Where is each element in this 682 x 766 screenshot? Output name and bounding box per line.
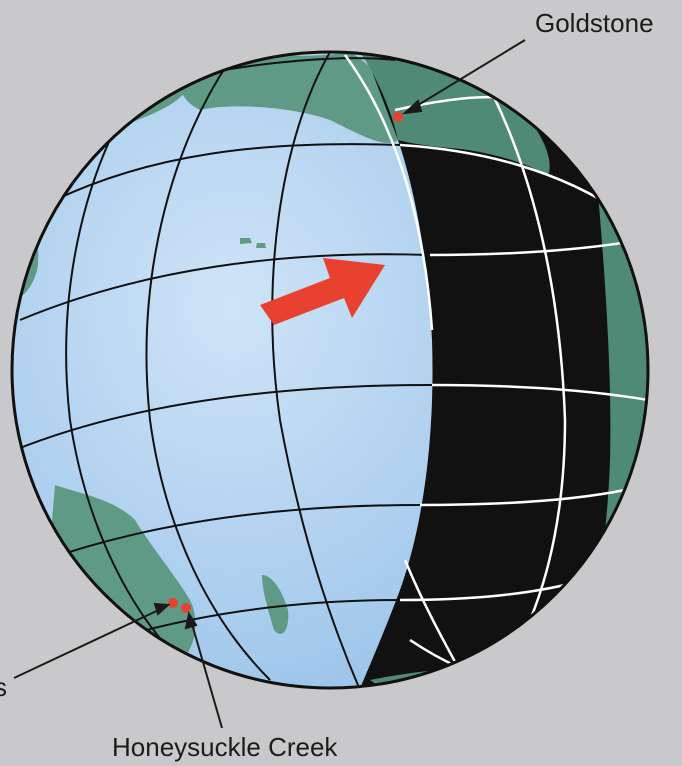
honeysuckle-creek-label: Honeysuckle Creek bbox=[112, 732, 337, 763]
parkes-marker bbox=[168, 598, 178, 608]
partial-left-label: s bbox=[0, 672, 7, 703]
goldstone-marker bbox=[393, 112, 403, 122]
honeysuckle-creek-marker bbox=[181, 603, 191, 613]
goldstone-label: Goldstone bbox=[535, 8, 654, 39]
